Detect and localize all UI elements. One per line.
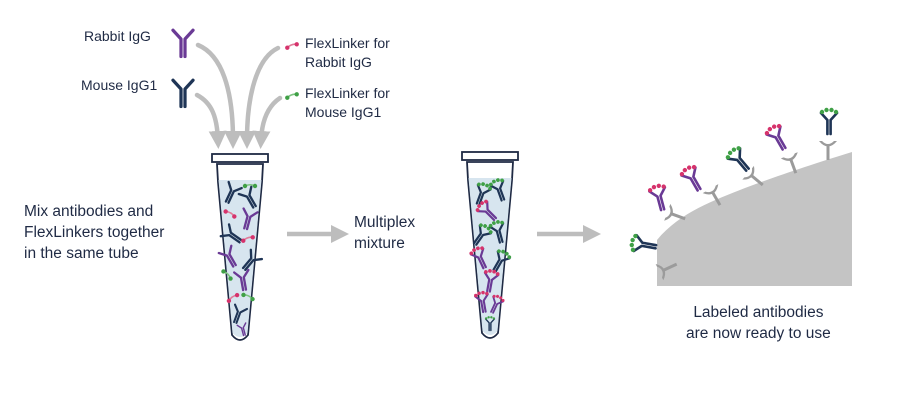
flexlinker-rabbit-icon <box>283 40 301 52</box>
rabbit-igg-icon <box>171 28 195 59</box>
flexlinker-rabbit-label: FlexLinker for Rabbit IgG <box>305 35 390 70</box>
flexlinker-mouse-label: FlexLinker for Mouse IgG1 <box>305 85 390 120</box>
mouse-igg1-icon <box>171 78 195 109</box>
mixing-tube <box>211 153 269 341</box>
input-arrows <box>194 42 283 149</box>
multiplex-tube <box>461 151 519 339</box>
flexlinker-mouse-icon <box>283 90 301 102</box>
step-multiplex-label: Multiplex mixture <box>354 214 416 252</box>
step-labeled-label: Labeled antibodies are now ready to use <box>686 304 831 342</box>
cell-surface <box>654 139 852 286</box>
step-mix-label: Mix antibodies and FlexLinkers together … <box>24 203 165 262</box>
mouse-igg1-label: Mouse IgG1 <box>81 77 158 93</box>
rabbit-igg-label: Rabbit IgG <box>84 28 151 44</box>
